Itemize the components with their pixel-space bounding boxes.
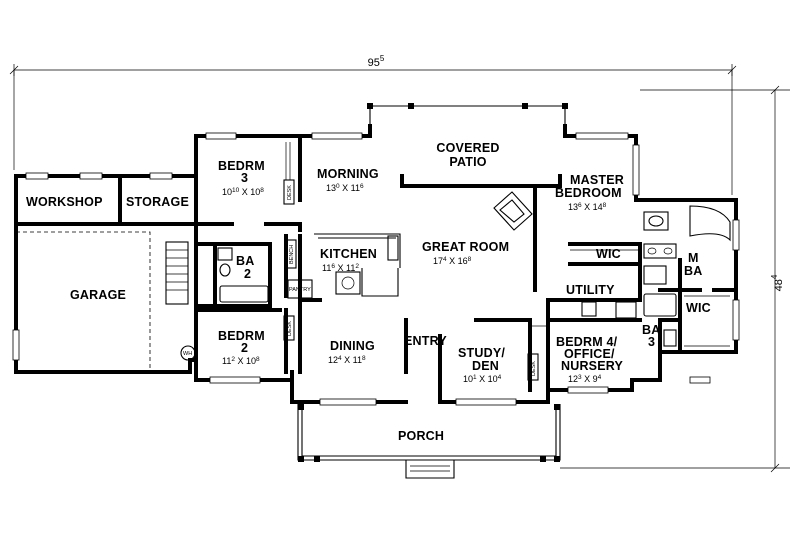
svg-text:123 X 94: 123 X 94 (568, 374, 602, 384)
water-heater: WH (180, 345, 196, 361)
master-bath-fixtures (643, 205, 731, 285)
room-kitchen: KITCHEN 116 X 112 (320, 247, 377, 273)
room-label-storage: STORAGE (126, 195, 189, 209)
svg-text:DESK: DESK (287, 185, 293, 200)
fireplace (493, 191, 533, 231)
svg-text:BEDRM 4/: BEDRM 4/ (556, 335, 618, 349)
overall-depth-label: 484 (770, 274, 785, 291)
svg-text:BA: BA (684, 264, 702, 278)
svg-text:130 X 116: 130 X 116 (326, 183, 364, 193)
windows (12, 132, 740, 406)
svg-text:PANTRY: PANTRY (289, 287, 311, 293)
room-label-wic2: WIC (686, 301, 711, 315)
room-study: STUDY/ DEN 101 X 104 (458, 346, 505, 384)
svg-text:KITCHEN: KITCHEN (320, 247, 377, 261)
room-label-utility: UTILITY (566, 283, 615, 297)
utility-fixtures (581, 301, 637, 319)
svg-text:M: M (688, 251, 699, 265)
room-label-porch: PORCH (398, 429, 444, 443)
svg-text:WH: WH (183, 351, 192, 357)
svg-text:GREAT ROOM: GREAT ROOM (422, 240, 509, 254)
room-label-master-wic: WIC (596, 247, 621, 261)
bath3-fixtures (643, 293, 677, 347)
room-bedroom2: BEDRM 2 112 X 108 (218, 329, 265, 366)
svg-text:2: 2 (241, 341, 248, 355)
svg-text:BA: BA (642, 323, 660, 337)
svg-text:BEDROOM: BEDROOM (555, 186, 622, 200)
bath2-fixtures (217, 247, 269, 303)
svg-text:124 X 118: 124 X 118 (328, 355, 366, 365)
svg-text:MASTER: MASTER (570, 173, 624, 187)
room-bedroom3: BEDRM 3 1010 X 108 (218, 159, 265, 197)
svg-text:DESK: DESK (287, 321, 293, 336)
patio-outline (367, 103, 568, 126)
svg-text:1010 X 108: 1010 X 108 (222, 187, 264, 197)
pantry: PANTRY (287, 279, 313, 299)
svg-text:DESK: DESK (531, 361, 537, 376)
room-label-entry: ENTRY (404, 334, 447, 348)
room-great-room: GREAT ROOM 174 X 168 (422, 240, 509, 266)
svg-text:DEN: DEN (472, 359, 499, 373)
svg-text:101 X 104: 101 X 104 (463, 374, 502, 384)
interior-walls (194, 134, 738, 404)
svg-text:136 X 148: 136 X 148 (568, 202, 607, 212)
svg-text:MORNING: MORNING (317, 167, 379, 181)
svg-text:112 X 108: 112 X 108 (222, 356, 260, 366)
svg-text:BENCH: BENCH (289, 245, 295, 264)
svg-text:BA: BA (236, 254, 254, 268)
svg-text:COVERED: COVERED (436, 141, 499, 155)
svg-text:BEDRM: BEDRM (218, 159, 265, 173)
bench: BENCH (285, 239, 297, 269)
room-label-garage: GARAGE (70, 288, 126, 302)
depth-dimension-line (560, 85, 790, 473)
overall-width-label: 955 (368, 54, 385, 69)
room-dining: DINING 124 X 118 (328, 339, 375, 365)
svg-text:2: 2 (244, 267, 251, 281)
svg-text:BEDRM: BEDRM (218, 329, 265, 343)
svg-text:3: 3 (648, 335, 655, 349)
desk-bedroom2: DESK (283, 315, 295, 341)
desk-morning: DESK (283, 179, 295, 205)
svg-text:174 X 168: 174 X 168 (433, 256, 472, 266)
svg-text:PATIO: PATIO (449, 155, 486, 169)
svg-text:STUDY/: STUDY/ (458, 346, 505, 360)
closet-shelves (530, 249, 730, 347)
svg-text:NURSERY: NURSERY (561, 359, 624, 373)
garage-door-dashed (16, 231, 151, 368)
stair-treads (165, 241, 189, 305)
room-bath3: BA 3 (642, 323, 660, 349)
room-bath2: BA 2 (236, 254, 254, 281)
svg-text:DINING: DINING (330, 339, 375, 353)
room-master-bedroom: MASTER BEDROOM 136 X 148 (555, 173, 624, 212)
width-dimension-line (9, 64, 737, 195)
room-master-bath: M BA (684, 251, 702, 278)
room-bedroom4: BEDRM 4/ OFFICE/ NURSERY 123 X 94 (556, 335, 624, 384)
room-covered-patio: COVERED PATIO (436, 141, 499, 169)
bedroom3-closet (285, 142, 291, 180)
porch-outline (297, 404, 561, 479)
room-label-workshop: WORKSHOP (26, 195, 103, 209)
svg-text:OFFICE/: OFFICE/ (564, 347, 615, 361)
room-morning: MORNING 130 X 116 (317, 167, 379, 193)
svg-text:3: 3 (241, 171, 248, 185)
kitchen-counters (314, 233, 401, 297)
study-desk: DESK (527, 353, 539, 381)
svg-text:116 X 112: 116 X 112 (322, 263, 359, 273)
